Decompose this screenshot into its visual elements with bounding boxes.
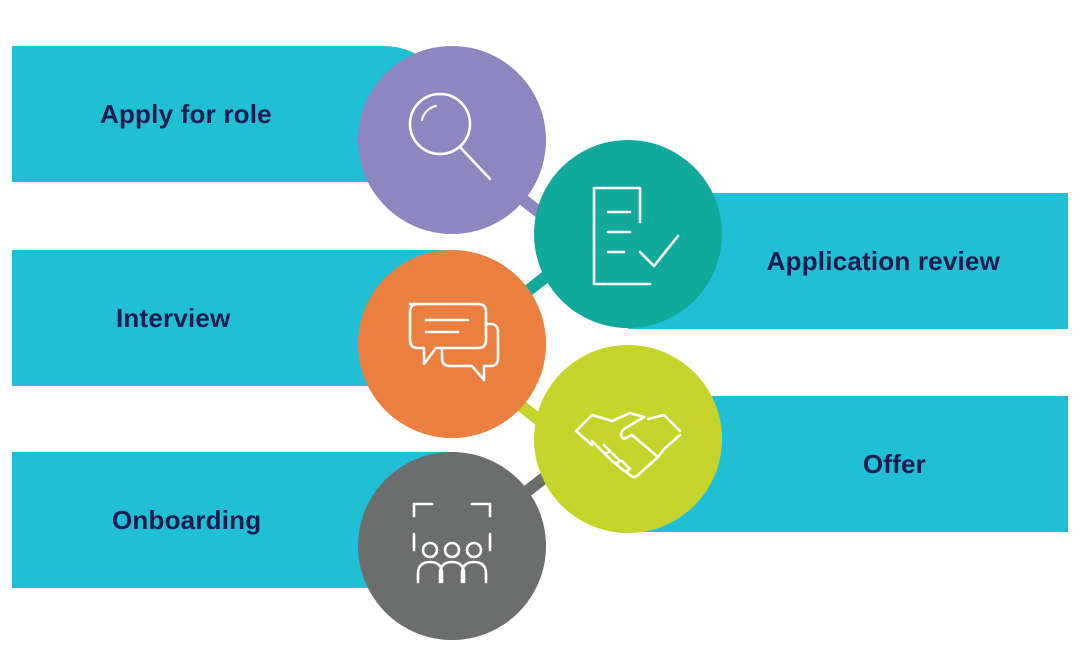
step-circle-offer	[534, 345, 722, 533]
chat-bubbles-icon	[408, 302, 500, 382]
checklist-document-icon	[592, 186, 680, 286]
step-circle-application-review	[534, 140, 722, 328]
step-circle-interview	[358, 250, 546, 438]
step-label-onboarding: Onboarding	[112, 504, 262, 535]
step-label-interview: Interview	[116, 302, 231, 333]
magnifier-icon	[408, 92, 492, 181]
handshake-icon	[574, 411, 682, 479]
step-label-offer: Offer	[862, 448, 926, 479]
step-circle-apply-for-role	[358, 46, 546, 234]
presentation-people-icon	[412, 502, 492, 584]
step-circle-onboarding	[358, 452, 546, 640]
step-label-apply-for-role: Apply for role	[100, 98, 272, 129]
step-label-application-review: Application review	[766, 245, 1000, 276]
